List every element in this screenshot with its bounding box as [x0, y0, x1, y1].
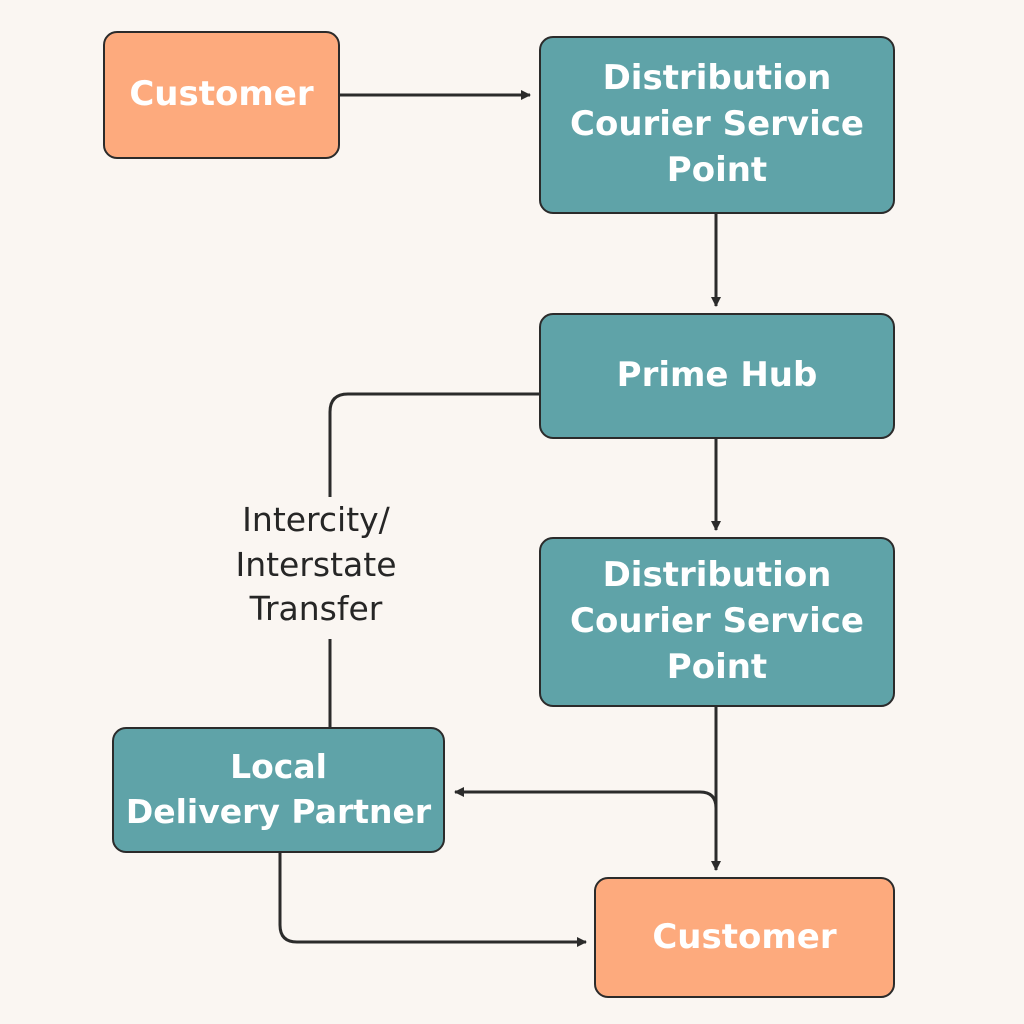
- line-prime-hub-to-intercity: [328, 392, 540, 497]
- prime-hub-label: Prime Hub: [616, 355, 818, 396]
- arrow-local-partner-to-customer: [278, 853, 587, 947]
- customer-source-node: Customer: [103, 31, 340, 159]
- customer-source-label: Customer: [129, 74, 314, 115]
- prime-hub-node: Prime Hub: [539, 313, 895, 439]
- local-delivery-partner-node: Local Delivery Partner: [112, 727, 445, 853]
- local-delivery-partner-label: Local Delivery Partner: [125, 747, 432, 831]
- distribution-courier-service-point-bottom-label: Distribution Courier Service Point: [570, 555, 864, 687]
- distribution-courier-service-point-top-node: Distribution Courier Service Point: [539, 36, 895, 214]
- distribution-courier-service-point-bottom-node: Distribution Courier Service Point: [539, 537, 895, 707]
- customer-destination-node: Customer: [594, 877, 895, 998]
- arrow-dcsp-to-local-partner: [454, 787, 718, 809]
- intercity-interstate-transfer-label: Intercity/ Interstate Transfer: [235, 500, 397, 629]
- distribution-courier-service-point-top-label: Distribution Courier Service Point: [570, 58, 864, 190]
- customer-destination-label: Customer: [652, 916, 837, 957]
